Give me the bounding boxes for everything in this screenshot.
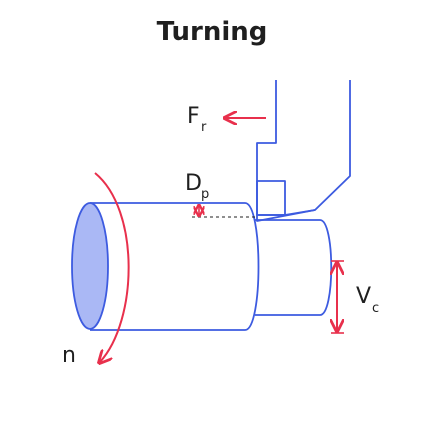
svg-text:c: c [372,301,379,316]
cylindrical-workpiece-icon [71,202,333,331]
depth-of-cut-label: D p [185,171,209,202]
feed-force-label: F r [187,104,207,135]
svg-text:F: F [187,104,200,129]
svg-text:V: V [356,284,371,309]
rotation-label: n [62,343,76,368]
workpiece-end-face [71,202,109,330]
diagram-title: Turning [157,17,268,47]
rotation-arrow [94,172,130,362]
svg-text:D: D [185,171,202,196]
cutting-tool-icon [256,80,351,222]
svg-text:p: p [201,187,209,202]
cutting-speed-label: V c [356,284,379,316]
svg-text:r: r [201,120,207,135]
